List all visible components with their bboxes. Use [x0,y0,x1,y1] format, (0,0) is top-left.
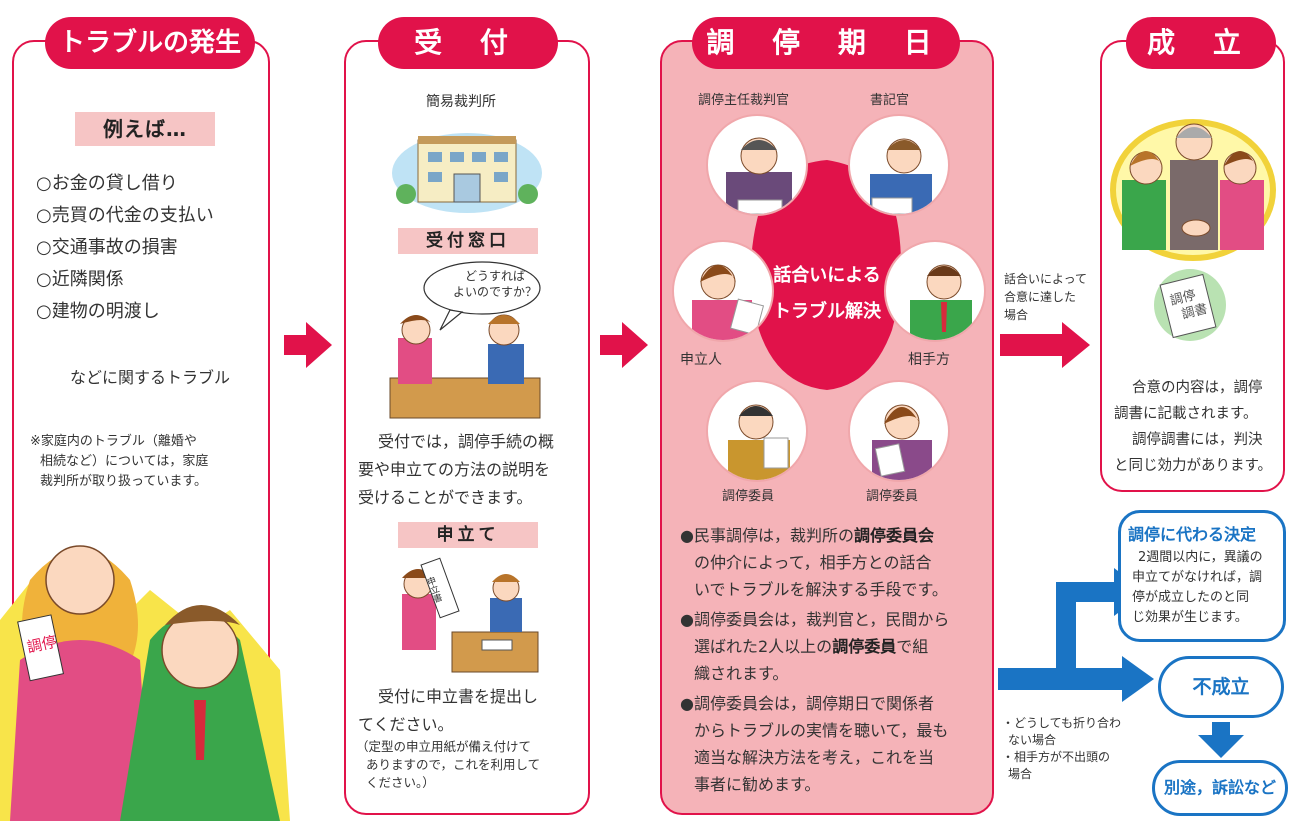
bullet-line: 織されます。 [694,664,789,683]
judge-portrait [706,114,808,216]
settlement-line: と同じ効力があります。 [1114,458,1273,474]
note-line: ※家庭内のトラブル（離婚や [30,434,197,449]
condition-line: 話合いによって [1004,272,1088,286]
settlement-line: 調停調書には，判決 [1132,432,1263,448]
failure-line: ない場合 [1008,733,1057,747]
condition-line: 合意に達した [1004,290,1077,304]
decision-line: 停が成立したのと同 [1132,590,1250,605]
failure-line: ・相手方が不出頭の [1002,750,1111,764]
applicant-portrait [672,240,774,342]
example-item: ○交通事故の損害 [36,237,178,258]
bullet-line: 事者に勧めます。 [694,775,821,794]
discussion-blob [750,160,901,390]
bullet-line: いでトラブルを解決する手段です。 [694,580,948,599]
trouble-title: トラブルの発生 [45,17,255,69]
alternative-decision-box [1118,510,1286,642]
flow-arrow [600,322,648,368]
court-label: 簡易裁判所 [426,94,496,110]
court-building-illustration [392,133,542,213]
desc-line: 受付では，調停手続の概 [378,432,555,451]
note-line: 相続など）については，家庭 [40,454,209,469]
success-arrow [1000,322,1090,368]
note-line: 裁判所が取り扱っています。 [40,474,208,489]
example-item: ○売買の代金の支払い [36,205,214,226]
filing-illustration: 申立書 [402,557,539,673]
submit-line: 受付に申立書を提出し [378,687,539,706]
role-judge-label: 調停主任裁判官 [698,93,790,108]
consultation-illustration [389,261,541,419]
bullet-line: 選ばれた2人以上の調停委員で組 [694,637,929,656]
reception-title: 受 付 [378,17,558,69]
settlement-line: 合意の内容は，調停 [1132,380,1263,396]
decision-line: 2週間以内に，異議の [1138,550,1263,565]
bubble-text: どうすれば よいのですか？ [440,268,550,300]
filing-header: 申立て [398,522,538,548]
decision-title: 調停に代わる決定 [1128,525,1257,544]
role-opponent-label: 相手方 [908,352,950,368]
opponent-portrait [884,240,986,342]
bubble-line: どうすれば [464,269,525,283]
example-item: ○近隣関係 [36,269,124,290]
reception-panel [344,40,590,815]
failure-line: 場合 [1008,767,1033,781]
discussion-line: トラブル解決 [773,301,881,322]
decision-line: 申立てがなければ，調 [1132,570,1263,585]
bullet-line: 適当な解決方法を考え，これを当 [694,748,935,767]
settlement-panel [1100,40,1285,492]
role-member2-label: 調停委員 [866,489,919,504]
record-line: 調停 [1168,287,1197,308]
lawsuit-box: 別途，訴訟など [1152,760,1288,816]
role-applicant-label: 申立人 [680,352,722,368]
bullet-line: ●調停委員会は，裁判官と，民間から [680,610,950,629]
bubble-line: よいのですか？ [452,285,537,299]
mediator-portrait-1 [706,380,808,482]
down-arrow [1198,722,1244,758]
doc-label: 調停 [26,634,59,657]
flow-arrow [284,322,332,368]
role-clerk-label: 書記官 [870,93,910,108]
bullet-line: ●調停委員会は，調停期日で関係者 [680,694,934,713]
role-member1-label: 調停委員 [722,489,775,504]
bullet-line: の仲介によって，相手方との話合 [694,553,932,572]
desc-line: 要や申立ての方法の説明を [358,460,551,479]
discussion-text: 話合いによる トラブル解決 [762,258,892,330]
example-header: 例えば… [75,112,215,146]
condition-line: 場合 [1004,308,1029,322]
clerk-portrait [848,114,950,216]
submit-line: てください。 [358,715,454,734]
bullet-line: ●民事調停は，裁判所の調停委員会 [680,526,934,545]
handshake-illustration [1110,119,1276,261]
submit-note-line: ください。） [366,775,435,790]
submit-note-line: ありますので，これを利用して [366,757,541,772]
mediation-record-illustration: 調停 調書 [1154,269,1226,341]
failure-box: 不成立 [1158,656,1284,718]
submit-note-line: （定型の申立用紙が備え付けて [356,739,532,754]
settlement-line: 調書に記載されます。 [1114,406,1258,422]
hearing-title: 調 停 期 日 [692,17,960,69]
record-line: 調書 [1180,301,1209,322]
discussion-line: 話合いによる [773,265,881,286]
example-tail: などに関するトラブル [70,368,231,387]
window-header: 受付窓口 [398,228,538,254]
troubled-people-illustration: 調停 [0,545,290,821]
mediator-portrait-2 [848,380,950,482]
decision-line: じ効果が生じます。 [1132,610,1248,625]
settlement-title: 成 立 [1126,17,1276,69]
bullet-line: からトラブルの実情を聴いて，最も [694,721,949,740]
example-item: ○お金の貸し借り [36,173,178,194]
desc-line: 受けることができます。 [358,488,533,507]
failure-line: ・どうしても折り合わ [1002,716,1122,730]
example-item: ○建物の明渡し [36,301,160,322]
